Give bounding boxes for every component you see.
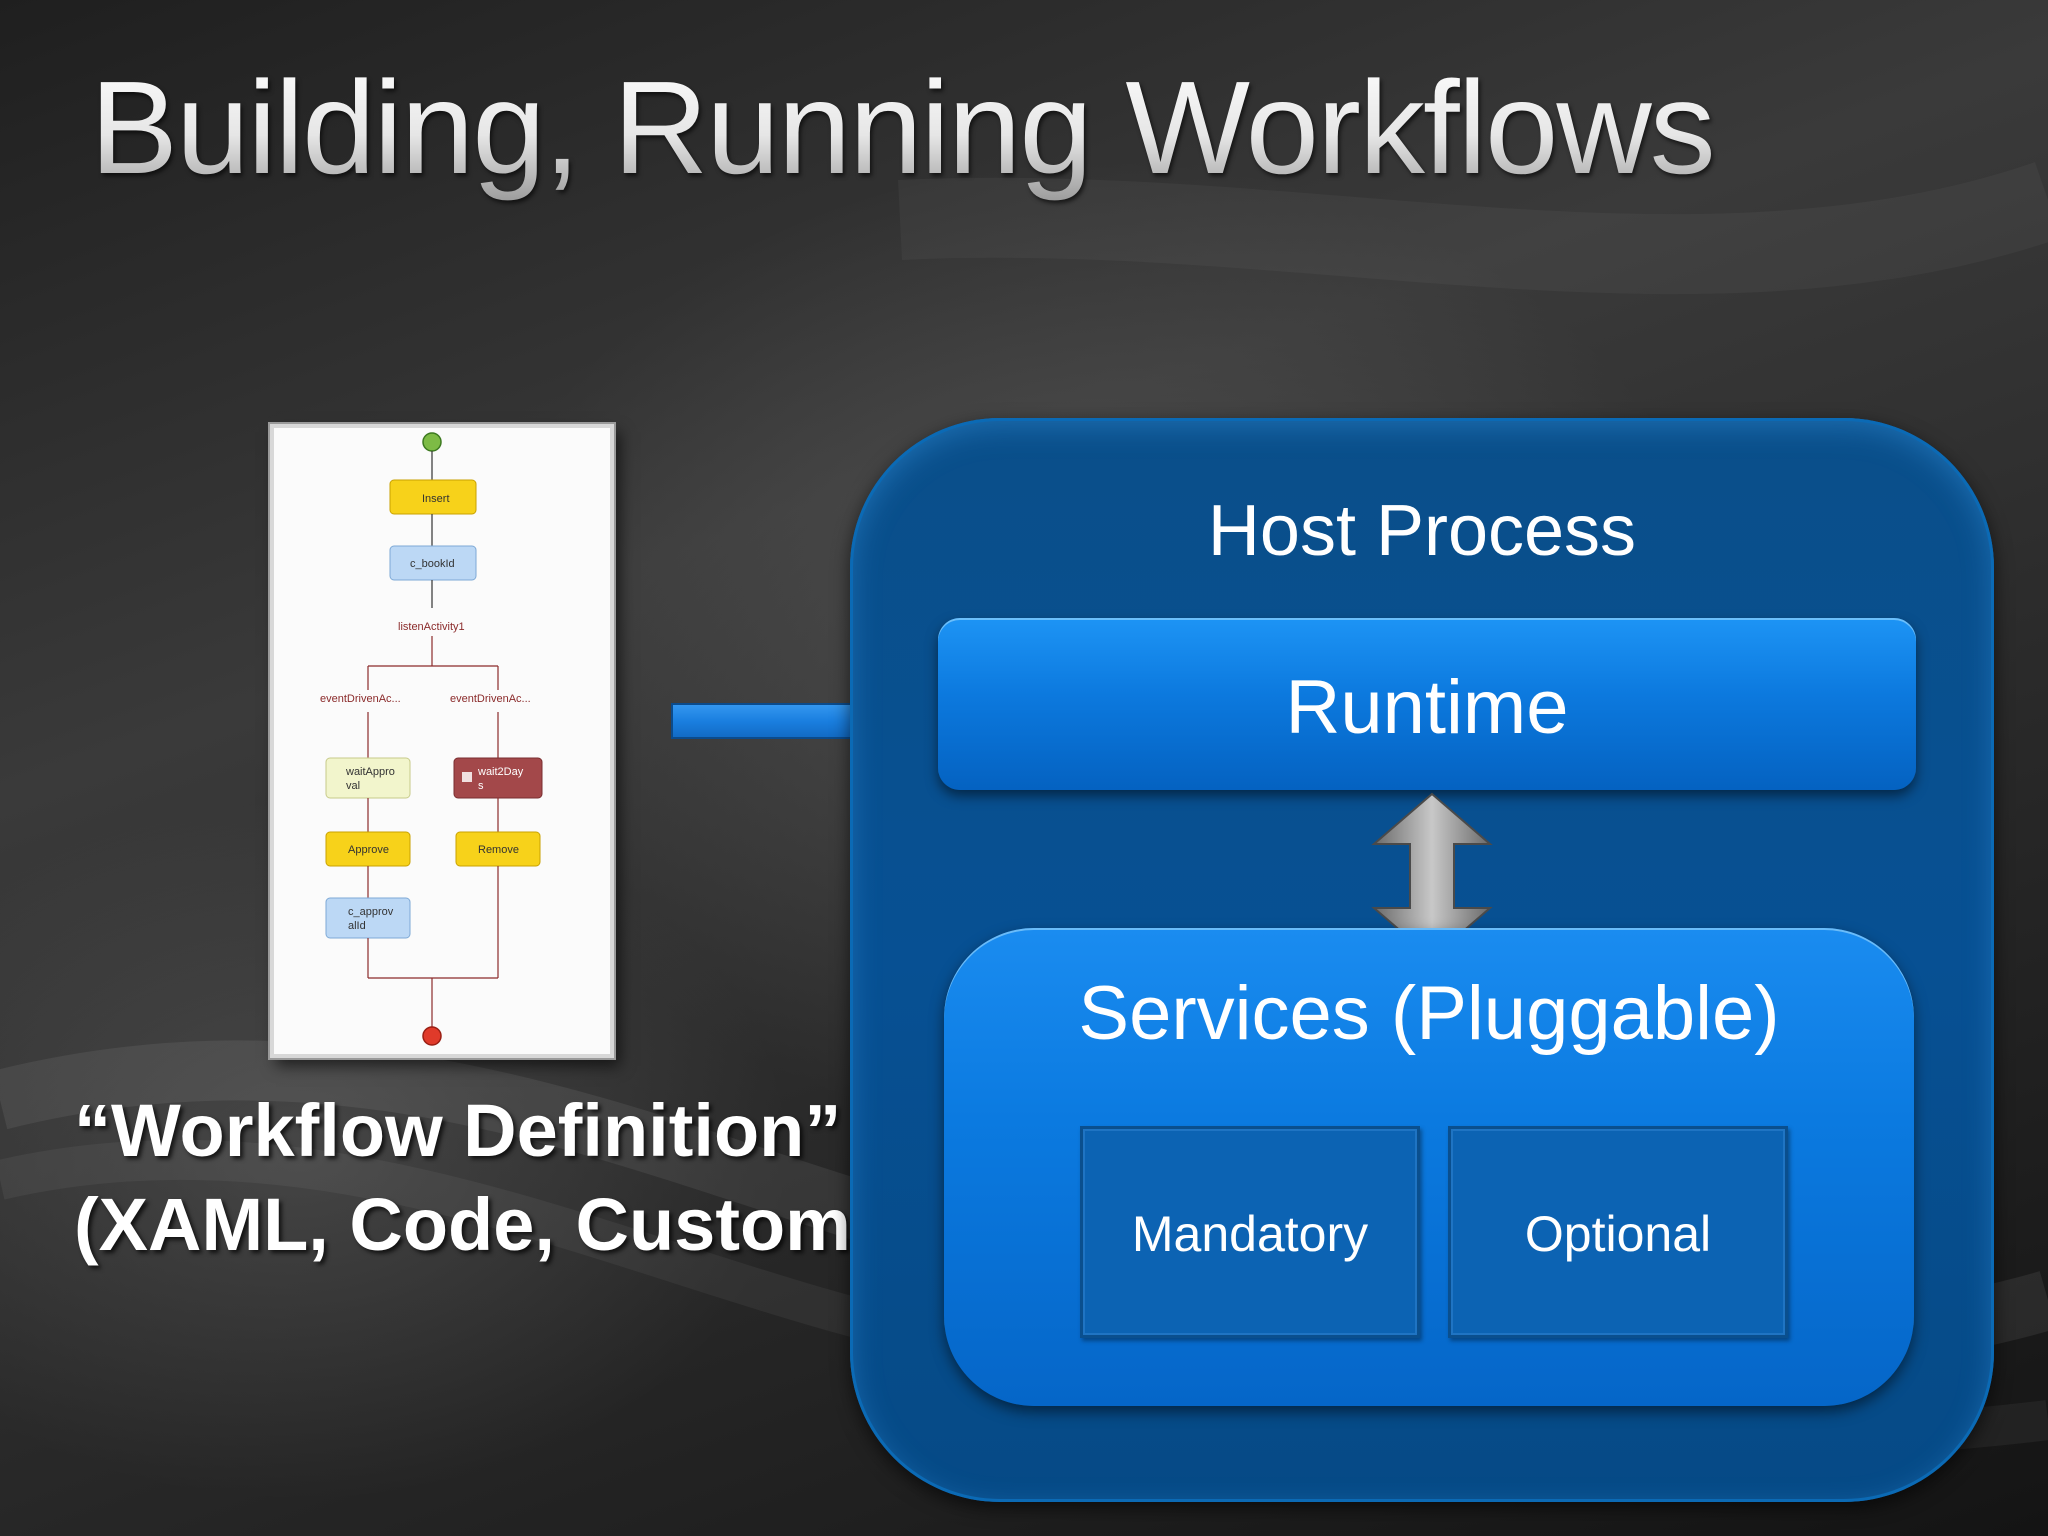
mandatory-label: Mandatory — [1131, 1206, 1369, 1262]
activity-c-bookid — [389, 545, 477, 581]
activity-remove-label: Remove — [478, 844, 519, 856]
activity-wait-approval-label-1: waitAppro — [345, 766, 395, 778]
mandatory-service-box: Mandatory — [1080, 1126, 1420, 1338]
workflow-definition-caption: “Workflow Definition” (XAML, Code, Custo… — [74, 1084, 876, 1272]
services-box: Services (Pluggable) Mandatory Optional — [944, 928, 1914, 1406]
host-process-title: Host Process — [1207, 491, 1637, 571]
activity-insert-label: Insert — [422, 493, 450, 505]
activity-c-approvalid-label-2: alId — [348, 920, 366, 932]
start-node-icon — [422, 432, 442, 452]
activity-c-approvalid — [325, 897, 411, 939]
activity-c-approvalid-label-1: c_approv — [348, 906, 394, 918]
optional-label: Optional — [1524, 1206, 1712, 1262]
services-label: Services (Pluggable) — [1078, 971, 1780, 1056]
host-process-container: Host Process Runtime Services (Pluggable… — [850, 418, 1994, 1502]
end-node-icon — [422, 1026, 442, 1046]
listen-activity-label: listenActivity1 — [398, 621, 465, 633]
slide-title: Building, Running Workflows — [90, 54, 1716, 201]
optional-service-box: Optional — [1448, 1126, 1788, 1338]
workflow-definition-line1: “Workflow Definition” — [74, 1089, 842, 1172]
activity-wait-approval-label-2: val — [346, 780, 360, 792]
workflow-thumbnail: Insert c_bookId listenActivity1 eventDri… — [270, 424, 614, 1058]
event-driven-left-label: eventDrivenAc... — [320, 693, 401, 705]
activity-wait-2-days-label-1: wait2Day — [477, 766, 524, 778]
activity-wait-approval — [325, 757, 411, 799]
workflow-definition-line2: (XAML, Code, Custom) — [74, 1183, 876, 1266]
activity-wait-2-days-label-2: s — [478, 780, 484, 792]
activity-insert — [389, 479, 477, 515]
event-driven-right-label: eventDrivenAc... — [450, 693, 531, 705]
runtime-box: Runtime — [938, 618, 1916, 790]
runtime-label: Runtime — [1285, 665, 1569, 750]
activity-c-bookid-label: c_bookId — [410, 558, 455, 570]
activity-approve-label: Approve — [348, 844, 389, 856]
